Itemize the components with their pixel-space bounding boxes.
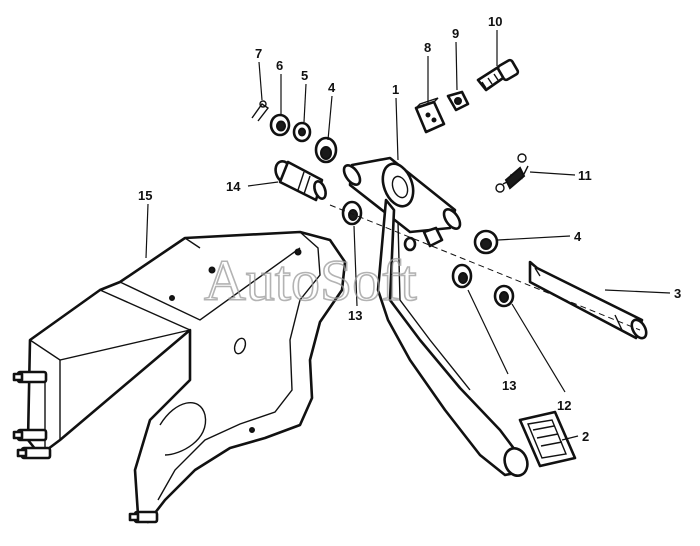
stud-lower — [16, 446, 52, 460]
callout-9: 9 — [452, 26, 459, 41]
stud-middle — [12, 428, 48, 442]
leader-4a — [327, 95, 333, 141]
leader-13a — [353, 225, 358, 307]
part-4-bushing-upper — [314, 136, 338, 164]
leader-11 — [529, 171, 576, 176]
callout-15: 15 — [138, 188, 152, 203]
part-13-bushing-left — [341, 200, 363, 226]
part-7-cotter-pin — [251, 100, 270, 122]
callout-2: 2 — [582, 429, 589, 444]
part-6-nut — [269, 113, 291, 137]
callout-1: 1 — [392, 82, 399, 97]
callout-10: 10 — [488, 14, 502, 29]
callout-7: 7 — [255, 46, 262, 61]
callout-4a: 4 — [328, 80, 336, 95]
callout-6: 6 — [276, 58, 283, 73]
part-2-pedal-pad — [518, 410, 577, 468]
leader-14 — [247, 181, 279, 187]
leader-12 — [511, 303, 566, 393]
part-5-washer — [292, 121, 312, 143]
part-12-washer — [493, 284, 515, 308]
part-1-pedal-arm — [342, 156, 529, 477]
leader-3 — [604, 289, 671, 294]
part-8-bump-stop — [414, 97, 446, 134]
leader-15 — [145, 203, 149, 259]
small-ring — [403, 236, 417, 252]
watermark: AutoSoft — [204, 248, 417, 313]
callout-4b: 4 — [574, 229, 582, 244]
part-3-pivot-shaft — [528, 260, 648, 340]
stud-bottom — [128, 510, 159, 524]
part-9-nut — [446, 90, 470, 112]
callout-12: 12 — [557, 398, 571, 413]
part-10-bolt — [476, 58, 520, 92]
callout-11: 11 — [578, 168, 592, 183]
callout-8: 8 — [424, 40, 431, 55]
stud-top — [12, 370, 48, 384]
callout-13a: 13 — [348, 308, 362, 323]
part-14-pivot-bolt — [274, 160, 327, 202]
assembly-axis — [329, 204, 641, 331]
part-11-return-spring — [495, 153, 529, 193]
part-4-bushing-lower — [473, 229, 499, 255]
callout-3: 3 — [674, 286, 681, 301]
leader-7 — [258, 61, 263, 101]
leader-5 — [303, 83, 307, 123]
leader-9 — [455, 41, 458, 91]
part-13-bushing-right — [451, 263, 473, 289]
small-block — [422, 226, 444, 248]
leader-lines — [145, 30, 671, 441]
leader-1 — [395, 97, 399, 161]
leader-13b — [467, 289, 509, 375]
leader-4b — [497, 235, 571, 241]
callout-13b: 13 — [502, 378, 516, 393]
callout-labels: 1 2 3 4 4 5 6 7 8 9 10 11 12 13 13 14 15 — [138, 14, 681, 444]
callout-5: 5 — [301, 68, 308, 83]
callout-14: 14 — [226, 179, 241, 194]
leader-2 — [561, 435, 579, 441]
part-15-pedal-bracket — [12, 230, 347, 524]
